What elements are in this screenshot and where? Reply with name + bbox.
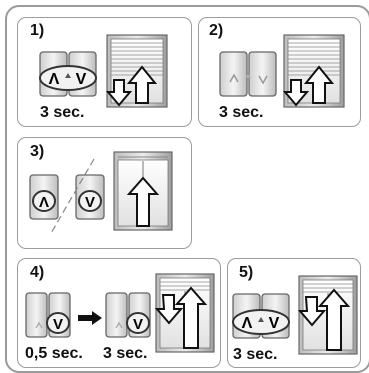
step-3-number: 3): [30, 143, 45, 160]
down-key-label: V: [133, 316, 143, 333]
window-shutter-up-down-icon: [105, 34, 168, 108]
step-4-number: 4): [30, 264, 45, 281]
step-4-first-duration: 0,5 sec.: [25, 345, 83, 362]
up-key-label: Λ: [49, 71, 60, 88]
down-key-label: V: [76, 71, 87, 88]
down-button-icon: V: [105, 292, 151, 338]
step-2-duration: 3 sec.: [219, 104, 264, 121]
remote-buttons-up-down-icon: Λ V: [232, 293, 290, 339]
step-1-duration: 3 sec.: [40, 104, 85, 121]
down-button-icon: V: [25, 292, 71, 338]
up-key-label: Λ: [39, 194, 49, 211]
window-shutter-up-down-icon: [282, 34, 345, 108]
remote-buttons-icon: [219, 51, 277, 97]
remote-buttons-up-down-icon: Λ V: [39, 51, 97, 97]
step-2-number: 2): [209, 22, 224, 39]
down-key-label: V: [269, 315, 280, 332]
down-key-label: V: [85, 194, 95, 211]
step-5-number: 5): [239, 264, 254, 281]
then-arrow-icon: [78, 311, 102, 325]
separated-buttons-icon: Λ V: [29, 158, 105, 236]
step-5-duration: 3 sec.: [233, 346, 278, 363]
window-shutter-up-icon: [113, 151, 173, 231]
up-key-label: Λ: [242, 315, 253, 332]
step-4-second-duration: 3 sec.: [103, 345, 148, 362]
window-shutter-up-down-icon: [154, 273, 215, 353]
window-shutter-up-down-icon: [297, 275, 358, 355]
down-key-label: V: [53, 316, 63, 333]
step-1-number: 1): [30, 22, 45, 39]
